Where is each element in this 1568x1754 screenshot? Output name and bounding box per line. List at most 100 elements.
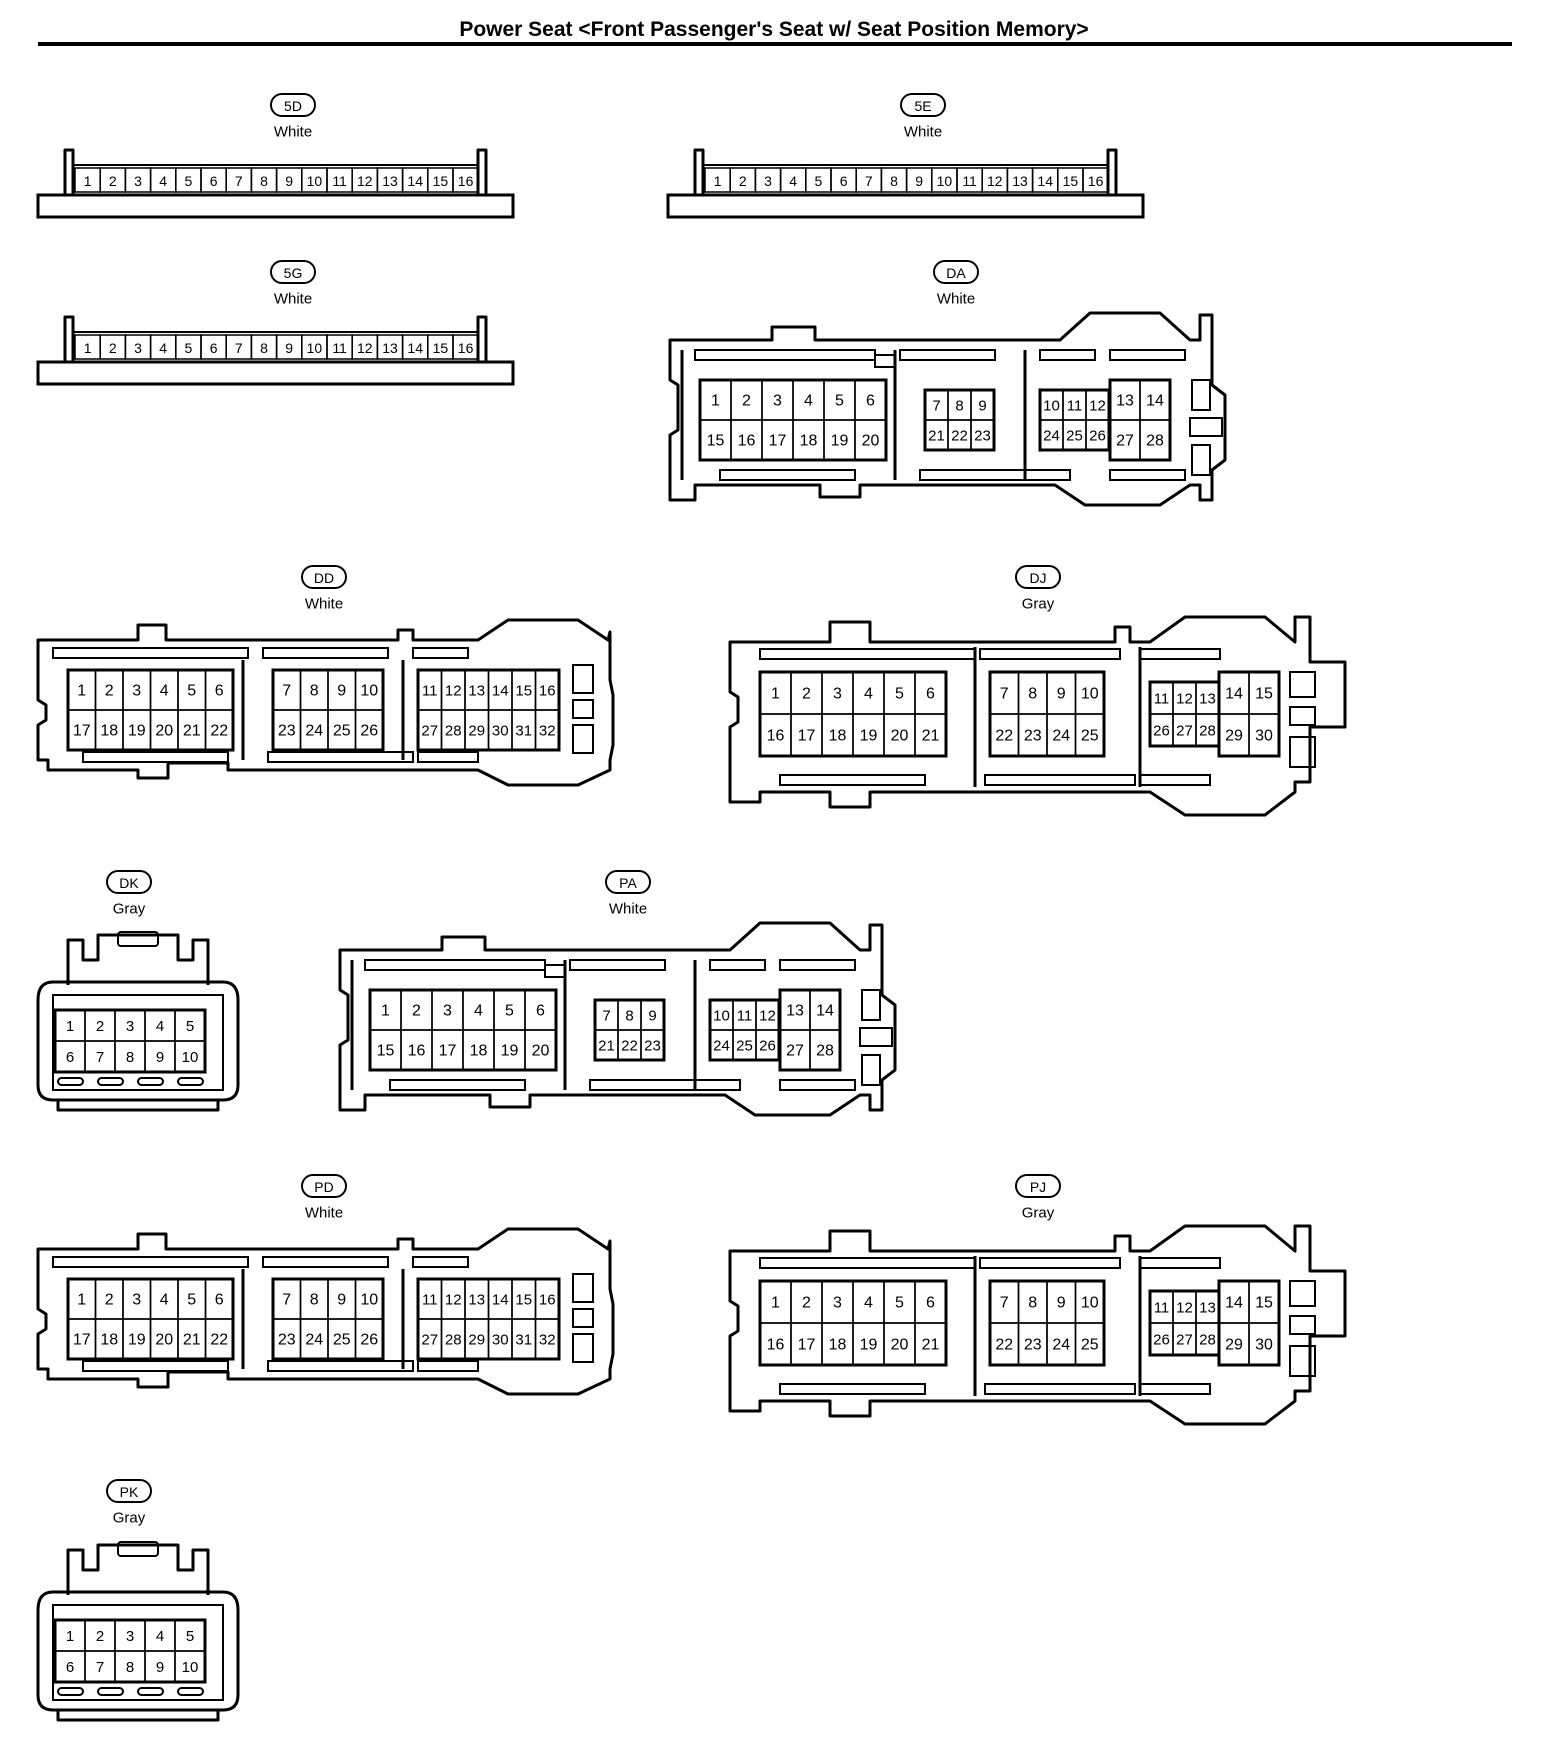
pin-number: 2	[96, 1628, 104, 1645]
pin-number: 13	[1012, 173, 1028, 189]
side-lock	[572, 724, 594, 754]
pin-cell	[854, 419, 887, 461]
pin-number: 25	[1081, 728, 1099, 745]
latch-slot	[262, 647, 389, 659]
pin-number: 32	[539, 1332, 556, 1349]
pin-number: 1	[84, 173, 92, 189]
pin-number: 11	[422, 1292, 438, 1309]
latch-slot	[984, 774, 1136, 786]
latch-slot	[267, 751, 414, 763]
pin-number: 20	[891, 728, 909, 745]
pin-number: 10	[713, 1008, 730, 1025]
connector-code-badge	[106, 1479, 152, 1503]
pin-number: 8	[126, 1049, 134, 1066]
pin-number: 15	[1063, 173, 1079, 189]
pin-number: 13	[1116, 393, 1134, 410]
pin-number: 6	[536, 1003, 545, 1020]
strip-left-ear	[38, 148, 75, 197]
side-lock	[572, 699, 594, 719]
latch-slot	[417, 751, 479, 763]
pin-number: 24	[305, 1332, 323, 1349]
pin-cell	[452, 334, 479, 360]
pin-number: 1	[714, 173, 722, 189]
block-outline	[728, 615, 1347, 817]
pin-number: 24	[713, 1038, 730, 1055]
pin-number: 27	[1176, 723, 1193, 740]
pin-number: 16	[539, 1292, 556, 1309]
latch-slot	[779, 774, 926, 786]
pin-number: 7	[235, 340, 243, 356]
pin-number: 21	[183, 1332, 201, 1349]
pin-number: 21	[183, 723, 201, 740]
pin-number: 24	[1052, 1337, 1070, 1354]
pin-number: 5	[835, 393, 844, 410]
connector-code: DD	[314, 570, 334, 586]
pin-number: 27	[1116, 433, 1134, 450]
drain-slot	[97, 1077, 124, 1086]
block-outline	[668, 311, 1227, 507]
pin-number: 2	[742, 393, 751, 410]
strip-base	[666, 193, 1145, 219]
latch-slot	[267, 1360, 414, 1372]
pin-number: 29	[468, 1332, 485, 1349]
pin-cell	[174, 1650, 206, 1683]
pin-number: 6	[210, 173, 218, 189]
pin-cell	[354, 1318, 384, 1360]
pin-number: 6	[215, 1292, 224, 1309]
pin-number: 12	[445, 1292, 462, 1309]
pin-number: 7	[1000, 686, 1009, 703]
pin-number: 10	[307, 340, 323, 356]
pin-number: 3	[833, 686, 842, 703]
pin-number: 21	[928, 428, 945, 445]
pin-number: 5	[815, 173, 823, 189]
strip-right-ear	[1106, 148, 1143, 197]
pin-number: 8	[1028, 686, 1037, 703]
connector-code: PA	[619, 875, 637, 891]
pin-number: 16	[408, 1043, 426, 1060]
latch-slot	[759, 648, 976, 660]
pin-number: 4	[864, 1295, 873, 1312]
connector-code-badge	[301, 1174, 347, 1198]
pin-number: 19	[860, 728, 878, 745]
side-lock	[572, 664, 594, 694]
pin-number: 9	[156, 1659, 164, 1676]
pin-cell	[914, 1322, 947, 1366]
pin-number: 31	[515, 723, 532, 740]
pin-number: 28	[445, 723, 462, 740]
pin-number: 5	[186, 1018, 194, 1035]
pin-number: 2	[412, 1003, 421, 1020]
pin-number: 17	[439, 1043, 457, 1060]
pin-number: 10	[1043, 398, 1060, 415]
pin-number: 15	[1255, 686, 1273, 703]
lock-tab	[66, 933, 210, 985]
connector-color: White	[274, 124, 312, 141]
strip-left-ear	[668, 148, 705, 197]
pin-number: 26	[360, 723, 378, 740]
pin-number: 26	[1153, 1332, 1170, 1349]
pin-number: 13	[786, 1003, 804, 1020]
pin-number: 1	[711, 393, 720, 410]
latch-slot	[709, 959, 766, 971]
latch-slot	[779, 1079, 856, 1091]
lock-release	[117, 1541, 159, 1557]
side-lock	[861, 989, 881, 1021]
latch-slot	[364, 959, 546, 971]
latch-slot	[389, 1079, 526, 1091]
pin-number: 15	[515, 683, 532, 700]
connector-code: DJ	[1029, 570, 1046, 586]
pin-number: 14	[407, 173, 423, 189]
latch-slot	[919, 469, 1071, 481]
connector-code-badge	[106, 870, 152, 894]
pin-number: 2	[109, 173, 117, 189]
pin-number: 17	[769, 433, 787, 450]
